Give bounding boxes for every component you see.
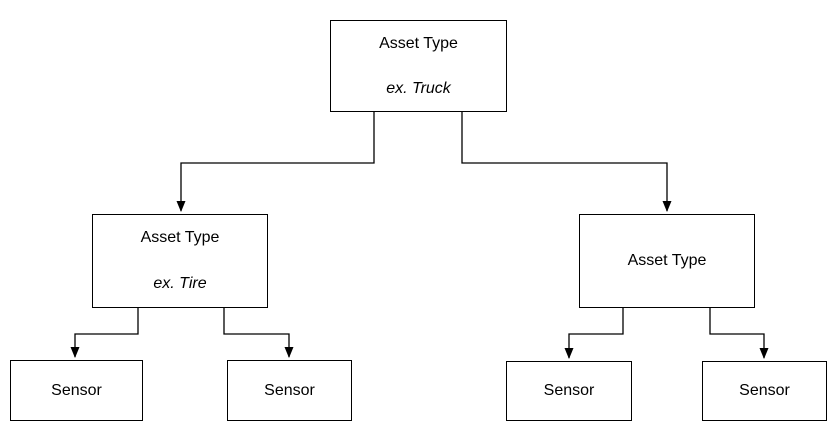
node-label: Sensor [543, 382, 595, 399]
connector-root-to-left-child [176, 112, 375, 212]
node-title: Asset Type [140, 229, 220, 246]
node-label: Sensor [264, 381, 315, 399]
node-title: Asset Type [627, 252, 707, 269]
connector-right-child-to-sensor-3 [564, 308, 624, 359]
node-label: Sensor [51, 381, 102, 399]
node-example: ex. Tire [153, 275, 207, 292]
node-asset-type-root: Asset Type ex. Truck [330, 20, 507, 112]
node-example: ex. Truck [386, 79, 451, 97]
node-label: Sensor [739, 382, 790, 399]
node-sensor-1: Sensor [10, 360, 143, 421]
connector-root-to-right-child [461, 112, 672, 212]
connector-left-child-to-sensor-1 [70, 308, 139, 358]
node-title: Asset Type [379, 34, 458, 52]
connector-left-child-to-sensor-2 [223, 308, 294, 358]
node-sensor-4: Sensor [702, 361, 827, 421]
node-asset-type-right: Asset Type [579, 214, 755, 308]
node-sensor-3: Sensor [506, 361, 632, 421]
node-sensor-2: Sensor [227, 360, 352, 421]
node-asset-type-left: Asset Type ex. Tire [92, 214, 268, 308]
connector-right-child-to-sensor-4 [709, 308, 769, 359]
